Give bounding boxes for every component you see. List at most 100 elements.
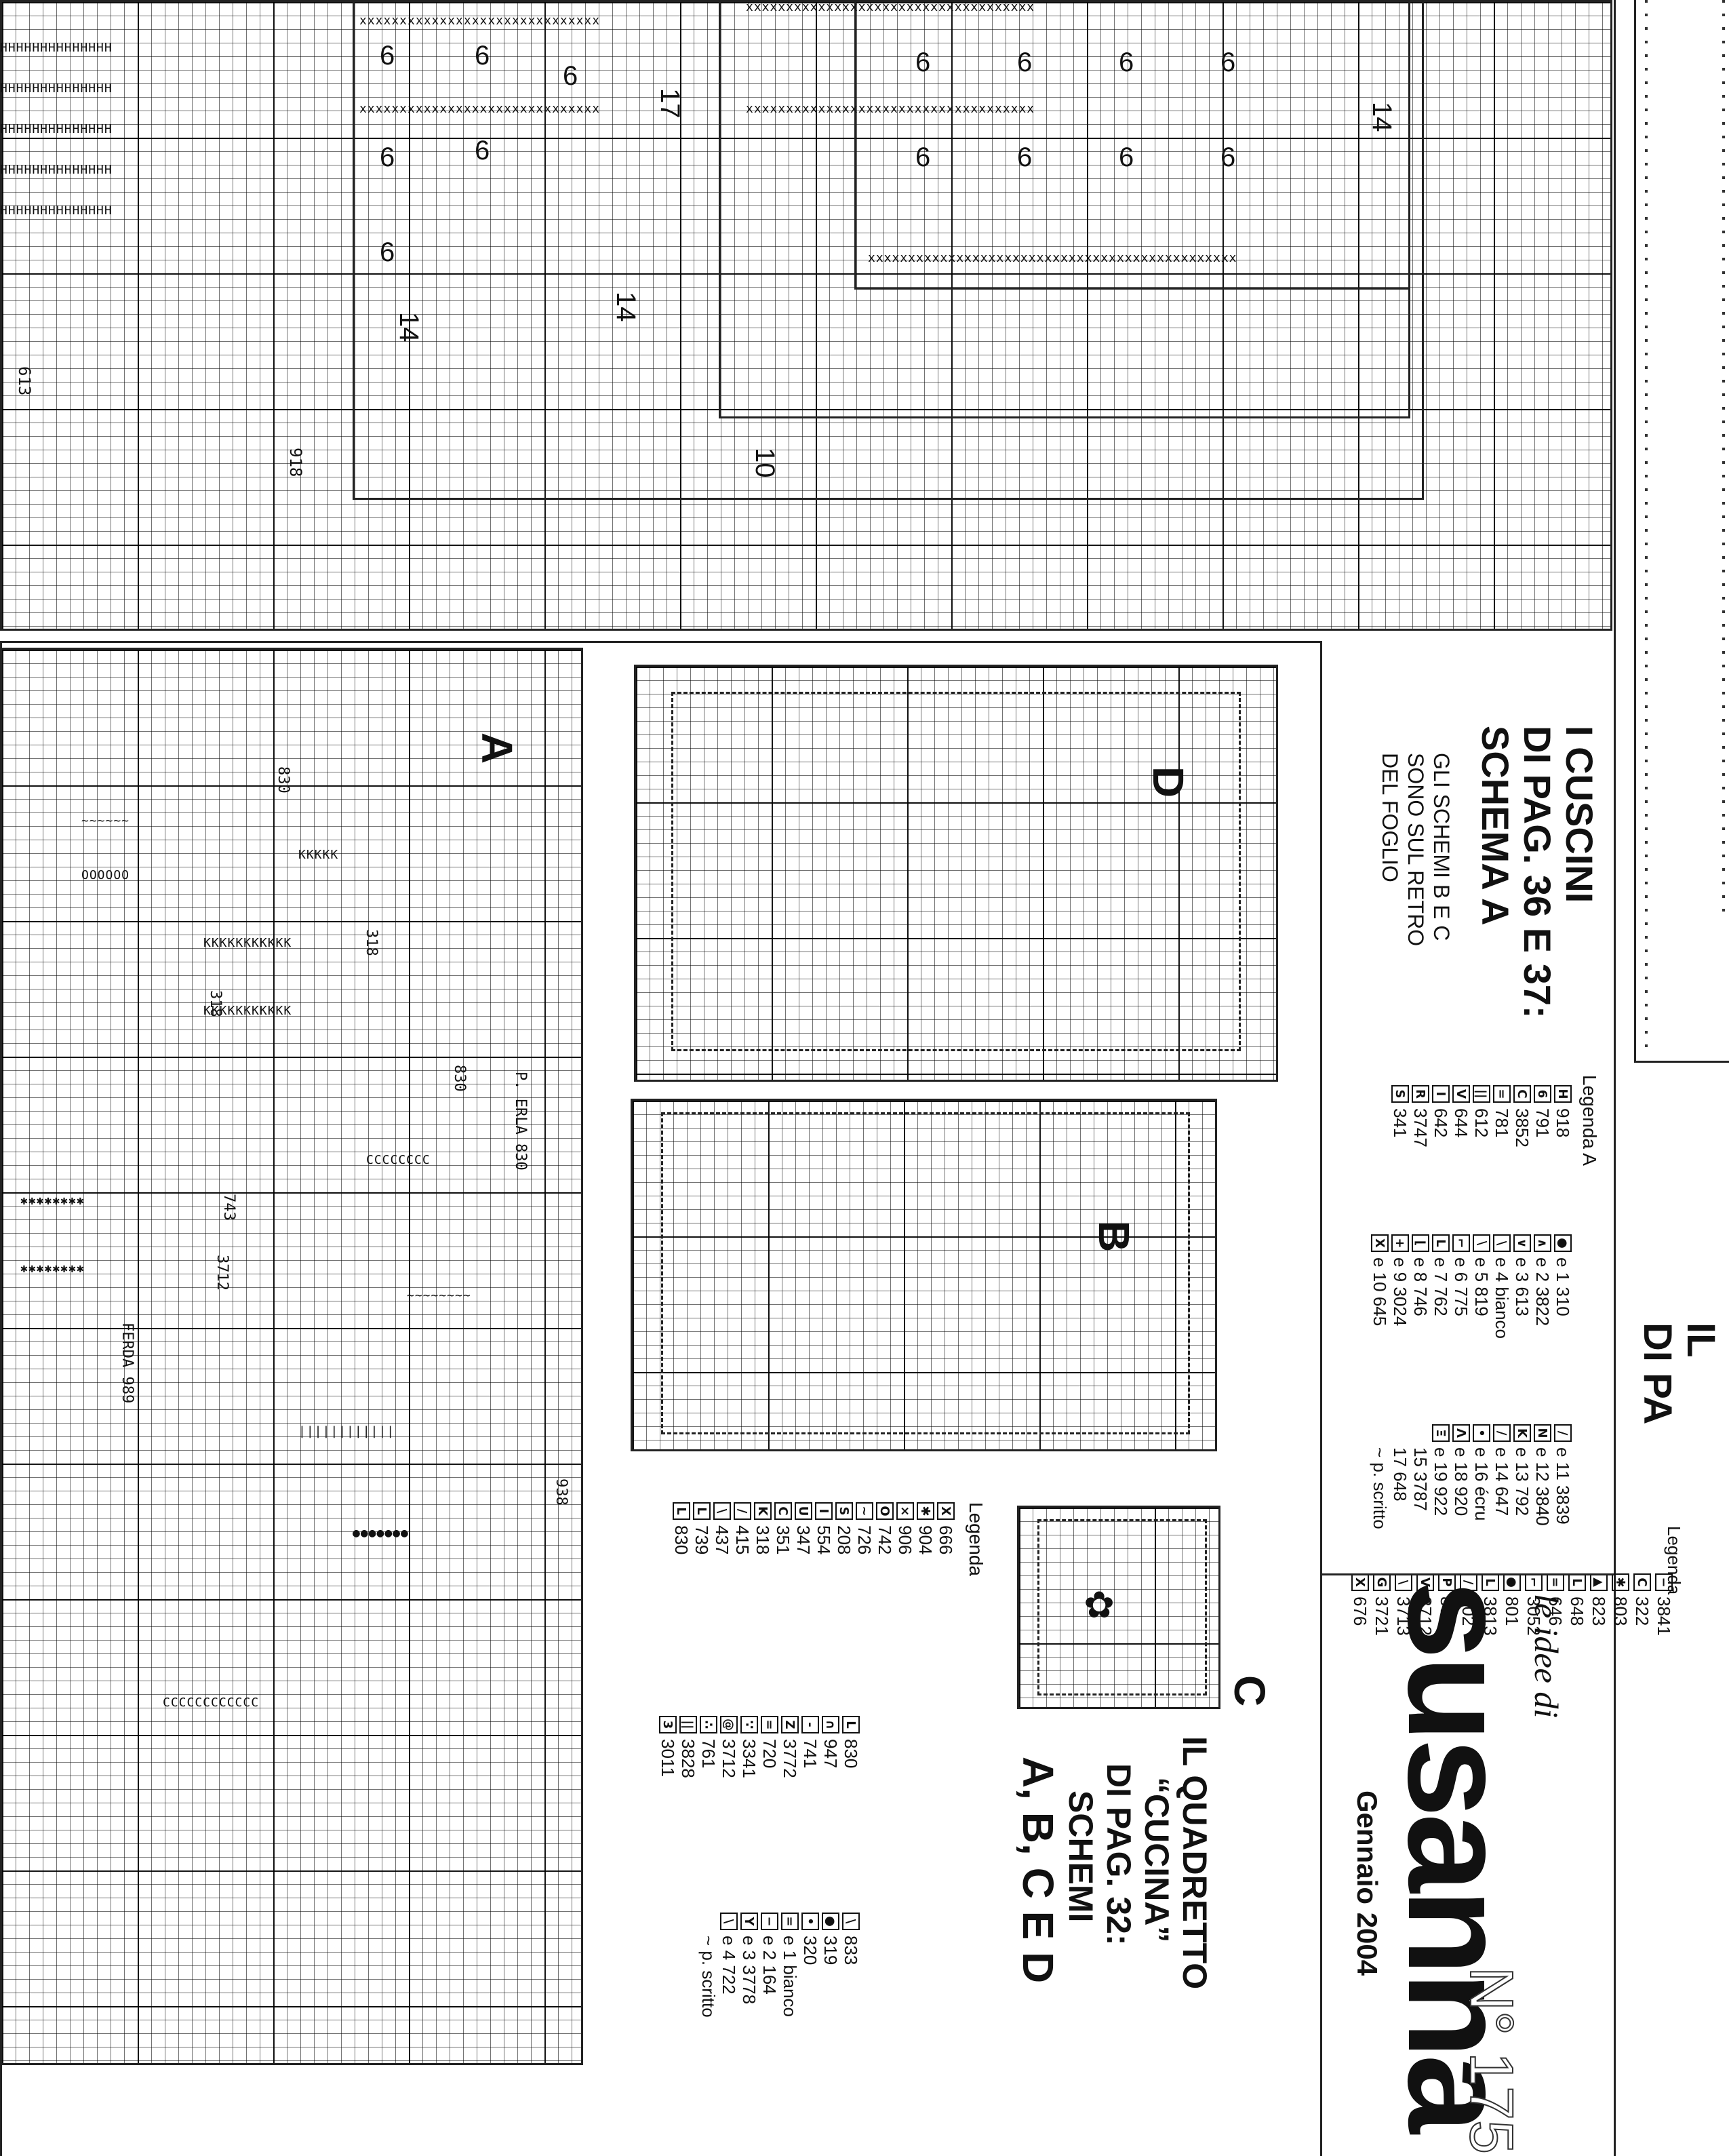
right-title-line2: DI PA	[1635, 1322, 1680, 1425]
legend-symbol: @	[720, 1716, 738, 1733]
right-legend-row: ✱803	[1610, 1573, 1631, 1636]
legend-code: ~ p. scritto	[1370, 1447, 1390, 1529]
legend-row: •e 16 écru	[1471, 1424, 1492, 1529]
legend-row: = 720	[759, 1716, 780, 1778]
legend-symbol: ∴	[700, 1716, 717, 1733]
legend-symbol: Z	[781, 1716, 799, 1733]
cushions-title-line3: SCHEMA A	[1474, 726, 1517, 926]
chart-a-grid	[0, 648, 583, 2065]
motif-row: xxxxxxxxxxxxxxxxxxxxxxxxxxxxxx	[359, 102, 601, 116]
legend-row: ⌊e 8 746	[1410, 1234, 1431, 1339]
legend-code: e 3 613	[1512, 1257, 1532, 1316]
chart-b-grid	[631, 1099, 1217, 1451]
motif-row: ~~~~~~	[81, 814, 130, 828]
motif-row: CCCCCCCC	[366, 1153, 431, 1167]
legend-code: e 12 3840	[1532, 1447, 1553, 1526]
legend-row: /415	[732, 1502, 753, 1554]
legend-code: 3712	[719, 1739, 739, 1778]
chart-c-grid	[1017, 1506, 1220, 1709]
legend-row: \437	[712, 1502, 732, 1554]
motif-row: ✱✱✱✱✱✱✱✱	[20, 1261, 85, 1276]
legend-symbol: -	[801, 1716, 819, 1733]
legend-row: @3712	[719, 1716, 739, 1778]
legend-symbol: \	[1493, 1234, 1511, 1252]
legend-row: ∩947	[820, 1716, 841, 1778]
legend-code: 3772	[780, 1739, 800, 1778]
legend-symbol: S	[1391, 1085, 1409, 1103]
legend-symbol: R	[1412, 1085, 1429, 1103]
legend-row: ×906	[895, 1502, 915, 1554]
legend-row: •320	[800, 1913, 820, 2018]
stitch-6: 6	[380, 41, 395, 71]
kitchen-title-line2: “CUCINA”	[1138, 1777, 1176, 1943]
chart-note-938: 938	[553, 1478, 570, 1506]
legend-symbol: •	[801, 1913, 819, 1930]
legend-symbol: ~	[856, 1502, 873, 1520]
legend-code: 3852	[1512, 1108, 1532, 1148]
legend-code: 830	[841, 1739, 861, 1769]
legend-symbol: −	[1655, 1573, 1673, 1591]
legend-symbol: L	[1568, 1573, 1586, 1591]
legend-symbol: 3	[659, 1716, 677, 1733]
stitch-6: 6	[1119, 47, 1134, 77]
stitch-6: 6	[915, 142, 931, 172]
legend-code: e 14 647	[1492, 1447, 1512, 1516]
chart-note-743: 743	[220, 1194, 237, 1221]
motif-row: ✱✱✱✱✱✱✱✱	[20, 1194, 85, 1208]
legend-code: 720	[759, 1739, 780, 1769]
stitch-6: 6	[475, 41, 490, 71]
chart-d-inner-border	[671, 692, 1241, 1051]
right-dotted-line-2	[1722, 0, 1725, 916]
legend-code: 17 648	[1390, 1447, 1410, 1502]
legend-row: =781	[1492, 1085, 1512, 1148]
cushions-title-line1: I CUSCINI	[1558, 726, 1601, 903]
legend-symbol: =	[761, 1716, 778, 1733]
chart-note-918: 918	[286, 448, 305, 477]
chart-top-grid	[0, 0, 1612, 631]
legend-symbol: X	[1351, 1573, 1369, 1591]
legend-code: 918	[1553, 1108, 1573, 1138]
legend-code: 741	[800, 1739, 820, 1769]
legend-code: e 4 bianco	[1492, 1257, 1512, 1339]
legend-code: e 16 écru	[1471, 1447, 1492, 1521]
legend-row: - 741	[800, 1716, 820, 1778]
chart-label-c: C	[1225, 1675, 1274, 1707]
cushions-title-line2: DI PAG. 36 E 37:	[1516, 726, 1559, 1019]
chart-note-318b: 318	[207, 990, 224, 1017]
legend-code: e 10 645	[1370, 1257, 1390, 1327]
motif-row: CCCCCCCCCCCC	[163, 1696, 260, 1710]
motif-row: ||||||||||||	[298, 1424, 395, 1438]
legend-symbol: /	[1493, 1424, 1511, 1442]
legend-row: ⌐e 6 775	[1451, 1234, 1471, 1339]
legend-symbol: \	[720, 1913, 738, 1930]
chart-label-14c: 14	[394, 312, 424, 342]
legend-symbol: \	[713, 1502, 731, 1520]
legend-code: 3341	[739, 1739, 759, 1778]
legend-row: =e 1 bianco	[780, 1913, 800, 2018]
legend-code: 726	[854, 1525, 875, 1555]
chart-label-17: 17	[655, 88, 685, 119]
stitch-6: 6	[915, 47, 931, 77]
legend-symbol: =	[1493, 1085, 1511, 1103]
legend-symbol: L	[1432, 1234, 1450, 1252]
legend-code: e 9 3024	[1390, 1257, 1410, 1327]
legend-code: e 4 722	[719, 1936, 739, 1995]
legend-symbol: O	[876, 1502, 894, 1520]
legend-symbol: K	[754, 1502, 772, 1520]
legend-symbol: ●	[1554, 1234, 1572, 1252]
legend-symbol: S	[835, 1502, 853, 1520]
legend-code: 3011	[658, 1739, 678, 1777]
stitch-6: 6	[1119, 142, 1134, 172]
chart-note-perla: P. ERLA 830	[512, 1072, 529, 1171]
legend-code: 15 3787	[1410, 1447, 1431, 1511]
chart-note-ferda: FERDA 989	[119, 1322, 136, 1404]
legend-code: 612	[1471, 1108, 1492, 1138]
chart-note-830a: 830	[275, 766, 292, 793]
